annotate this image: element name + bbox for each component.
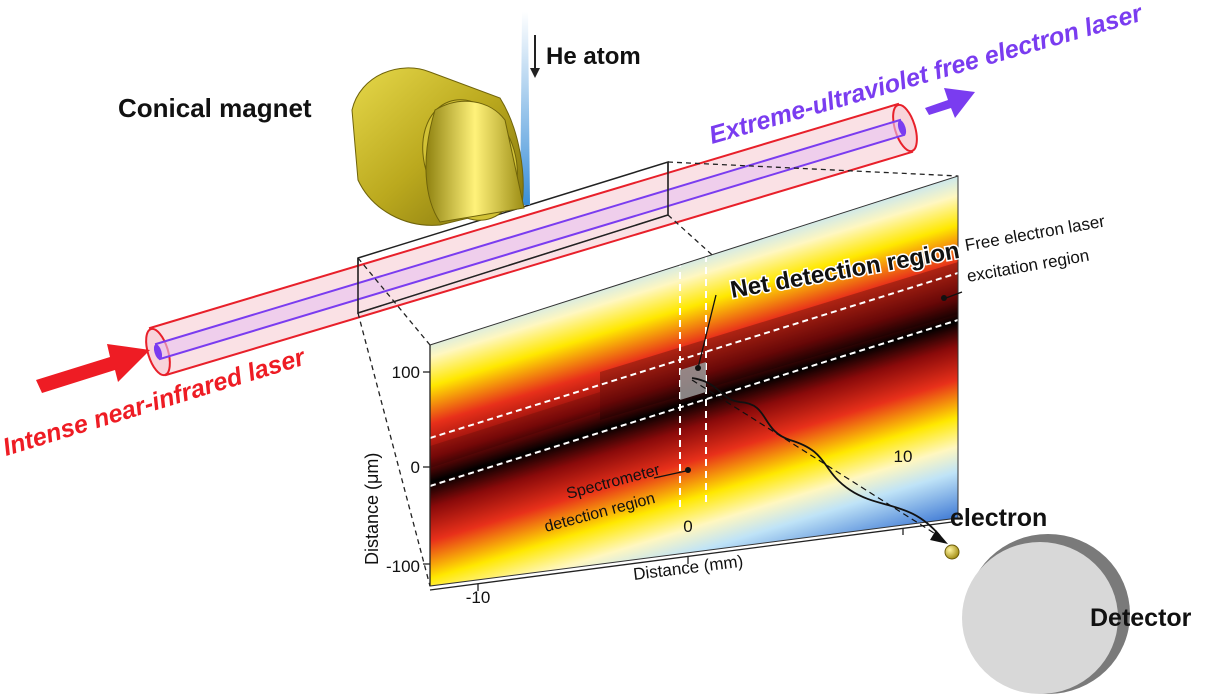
detector (962, 534, 1130, 694)
fel-region-line-upper (430, 272, 958, 439)
fel-region-marker (941, 295, 947, 301)
net-detection-leader (697, 294, 717, 369)
electron-ball (944, 544, 960, 560)
spectrometer-leader (653, 470, 687, 479)
x-tick-label-minus10: -10 (466, 588, 491, 607)
electron-arrowhead (930, 530, 948, 544)
x-tick-label-0: 0 (683, 517, 692, 536)
interaction-box-front (357, 162, 669, 315)
x-tick-label-10: 10 (894, 447, 913, 466)
spectrometer-marker (685, 467, 691, 473)
projection-line (357, 312, 431, 587)
euv-beam-end-left (153, 344, 163, 360)
euv-beam-end-right (897, 120, 907, 136)
fel-region-leader (945, 291, 963, 299)
projection-line (667, 214, 721, 263)
nir-arrow (36, 344, 150, 393)
fel-region-line-lower (430, 319, 958, 487)
he-atom-arrowhead (530, 68, 540, 78)
y-tick-label-minus100: -100 (386, 557, 420, 576)
electron-trajectory (691, 377, 941, 537)
y-tick-label-100: 100 (392, 363, 420, 382)
x-axis (429, 521, 953, 591)
net-detection-marker (695, 365, 701, 371)
projection-line (667, 161, 959, 177)
y-tick-label-0: 0 (411, 458, 420, 477)
euv-laser-label: Extreme-ultraviolet free electron laser (706, 0, 1146, 150)
electron-label: electron (950, 504, 1047, 532)
he-atom-label: He atom (546, 43, 641, 70)
euv-arrow (925, 88, 975, 118)
conical-magnet (351, 67, 525, 226)
y-axis-label: Distance (μm) (362, 453, 382, 565)
projection-line (357, 257, 431, 346)
conical-magnet-label: Conical magnet (118, 93, 312, 123)
detector-label: Detector (1090, 604, 1192, 632)
he-atom-beam (520, 12, 530, 205)
